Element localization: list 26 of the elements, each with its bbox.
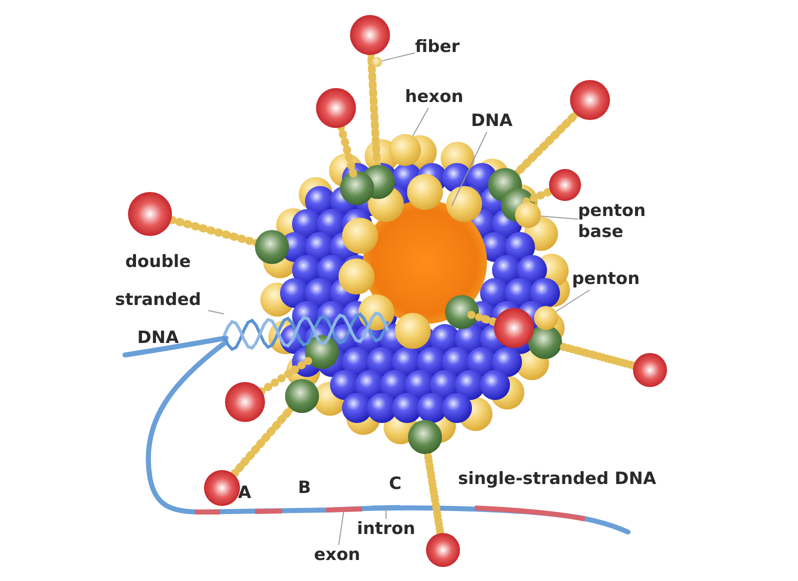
part-label: hexon (405, 87, 464, 108)
leader-line (208, 310, 224, 314)
strand-label: single-stranded DNA (458, 469, 656, 490)
part-label: intron (357, 519, 416, 540)
part-label: penton (572, 269, 640, 290)
penton-base-sphere (515, 202, 541, 228)
part-label: fiber (415, 37, 460, 58)
part-label: DNA (471, 111, 512, 132)
leader-line (386, 508, 387, 520)
penton-sphere (534, 306, 558, 330)
segment-letter: C (389, 474, 402, 495)
segment-letter: A (238, 483, 252, 504)
part-label: double stranded DNA (108, 243, 208, 357)
part-label: penton base (578, 201, 650, 243)
leader-line (381, 52, 416, 62)
leader-line (556, 290, 590, 312)
segment-letter: B (298, 478, 311, 499)
double-helix (222, 311, 390, 352)
hexon-sphere (389, 134, 421, 166)
leader-line (451, 132, 488, 206)
leader-line (338, 510, 344, 546)
exon-segment (326, 506, 362, 512)
part-label: exon (314, 545, 360, 566)
leader-line (540, 216, 578, 220)
fiber-bead (372, 57, 382, 67)
leader-line (412, 108, 429, 136)
